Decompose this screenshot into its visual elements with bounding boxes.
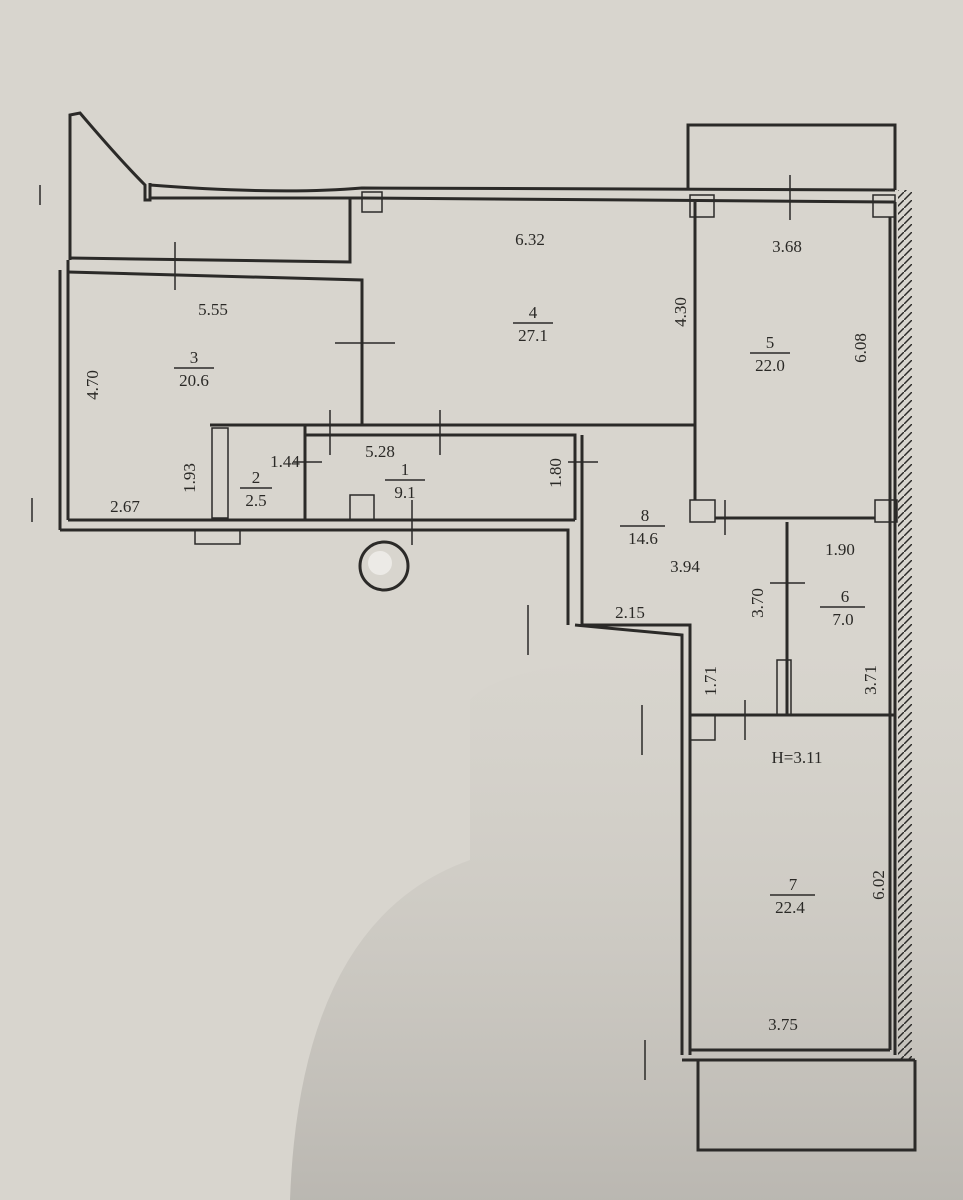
svg-text:6.32: 6.32 (515, 230, 545, 249)
svg-text:1.44: 1.44 (270, 452, 300, 471)
room-1: 1 9.1 (385, 460, 425, 502)
svg-text:1.93: 1.93 (180, 463, 199, 493)
svg-text:4: 4 (529, 303, 538, 322)
room-8: 8 14.6 (620, 506, 665, 548)
svg-text:1.71: 1.71 (701, 666, 720, 696)
svg-text:6.02: 6.02 (869, 870, 888, 900)
ceiling-height: H=3.11 (772, 748, 823, 767)
svg-text:1.90: 1.90 (825, 540, 855, 559)
svg-text:5.28: 5.28 (365, 442, 395, 461)
svg-text:20.6: 20.6 (179, 371, 209, 390)
svg-text:5: 5 (766, 333, 775, 352)
svg-text:6: 6 (841, 587, 850, 606)
exterior-hatch (898, 190, 912, 1060)
svg-text:3: 3 (190, 348, 199, 367)
svg-text:1.80: 1.80 (546, 458, 565, 488)
svg-text:5.55: 5.55 (198, 300, 228, 319)
svg-text:9.1: 9.1 (394, 483, 415, 502)
room-6: 6 7.0 (820, 587, 865, 629)
svg-text:3.71: 3.71 (861, 665, 880, 695)
dimension-labels: 6.32 3.68 5.55 1.44 5.28 2.67 3.94 1.90 … (83, 230, 888, 1034)
svg-text:2: 2 (252, 468, 261, 487)
svg-text:7.0: 7.0 (832, 610, 853, 629)
svg-text:3.68: 3.68 (772, 237, 802, 256)
svg-text:8: 8 (641, 506, 650, 525)
svg-text:4.70: 4.70 (83, 370, 102, 400)
svg-text:3.75: 3.75 (768, 1015, 798, 1034)
svg-text:14.6: 14.6 (628, 529, 658, 548)
svg-text:2.15: 2.15 (615, 603, 645, 622)
svg-text:7: 7 (789, 875, 798, 894)
svg-text:3.70: 3.70 (748, 588, 767, 618)
shadow (290, 648, 963, 1200)
svg-text:22.0: 22.0 (755, 356, 785, 375)
svg-text:1: 1 (401, 460, 410, 479)
svg-text:6.08: 6.08 (851, 333, 870, 363)
svg-text:3.94: 3.94 (670, 557, 700, 576)
room-2: 2 2.5 (240, 468, 272, 510)
svg-text:22.4: 22.4 (775, 898, 805, 917)
room-3: 3 20.6 (174, 348, 214, 390)
room-4: 4 27.1 (513, 303, 553, 345)
walls (31, 111, 917, 1152)
svg-text:2.67: 2.67 (110, 497, 140, 516)
room-5: 5 22.0 (750, 333, 790, 375)
svg-text:4.30: 4.30 (671, 297, 690, 327)
room-7: 7 22.4 (770, 875, 815, 917)
svg-text:27.1: 27.1 (518, 326, 548, 345)
room-labels: 4 27.1 5 22.0 3 20.6 2 2.5 1 9.1 8 14.6 (174, 303, 865, 917)
svg-text:2.5: 2.5 (245, 491, 266, 510)
